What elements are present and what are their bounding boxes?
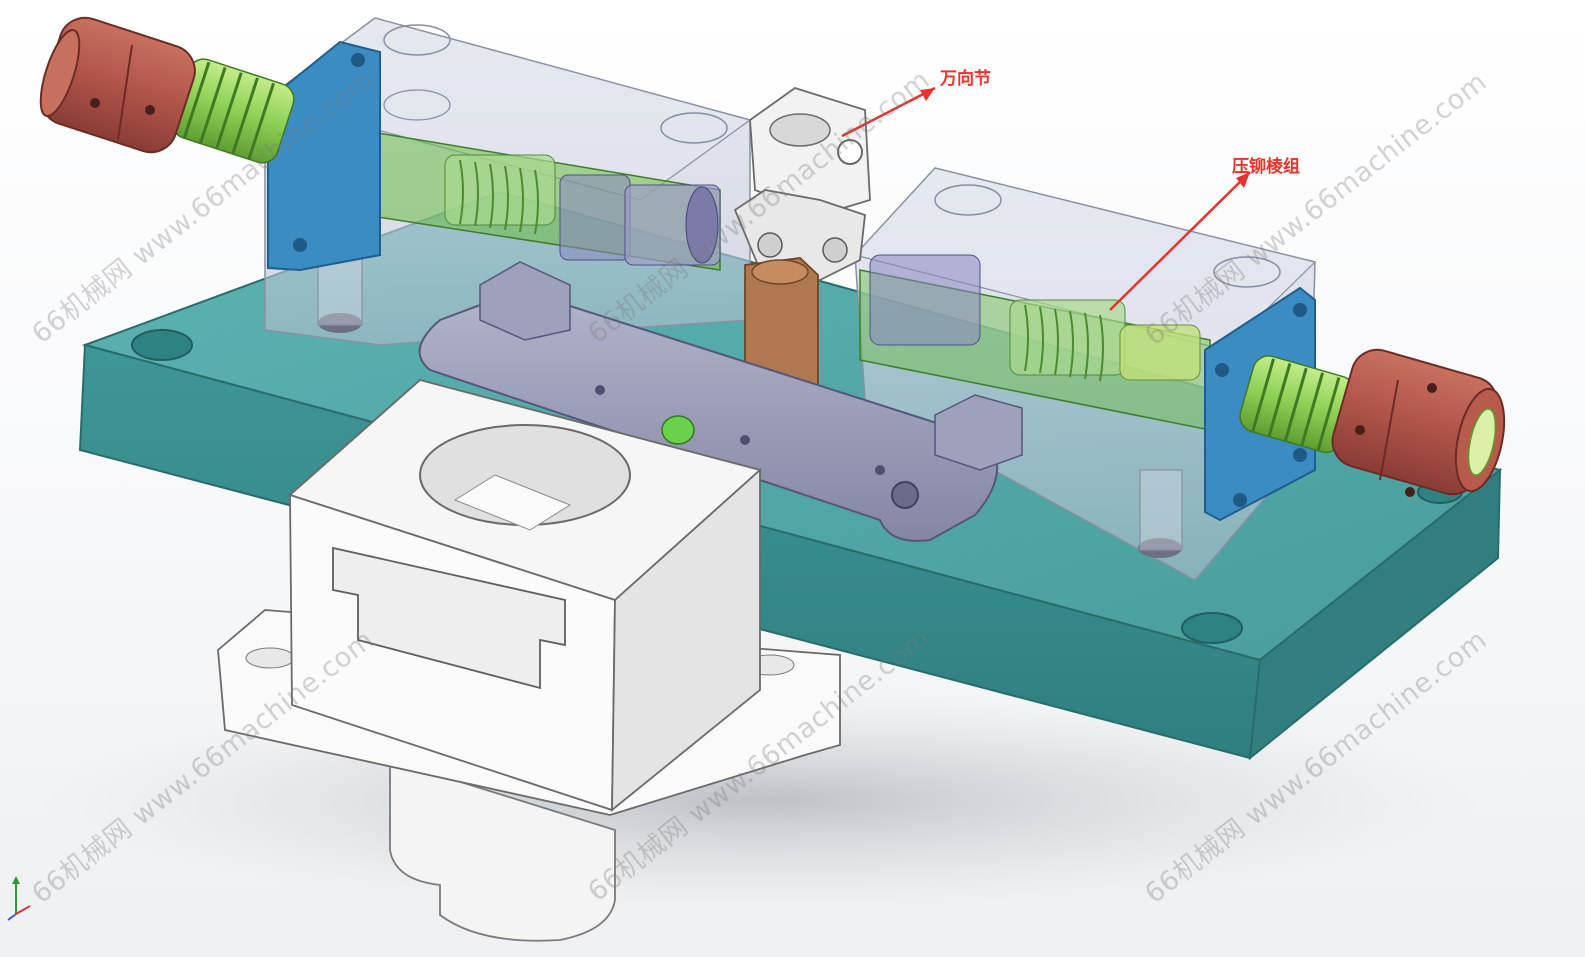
fixture-block[interactable] — [217, 379, 841, 942]
callout-label-rivet-group: 压铆棱组 — [1232, 157, 1300, 177]
set-screw — [90, 98, 100, 108]
bore — [318, 313, 362, 333]
flange-hole — [293, 238, 307, 252]
joint-pin — [822, 237, 848, 263]
joint-bore — [769, 113, 831, 147]
left-coupling-face — [39, 28, 81, 118]
right-piston — [869, 254, 981, 346]
green-knob — [661, 415, 695, 445]
left-coupling-slit — [117, 44, 133, 141]
flange-bolt-hole — [245, 647, 295, 669]
base-plate-side — [1248, 467, 1502, 761]
right-transparent-block[interactable] — [853, 167, 1317, 581]
callout-arrow-universal-joint — [841, 86, 936, 138]
left-spring-assembly[interactable] — [168, 55, 298, 167]
callout-arrowhead — [920, 88, 935, 101]
fixture-side — [611, 467, 761, 812]
bore — [383, 89, 451, 121]
universal-joint[interactable] — [733, 87, 871, 281]
joint-pin — [757, 232, 783, 258]
flange-hole — [1293, 303, 1307, 317]
right-coupling-slit — [1379, 379, 1399, 481]
base-hole — [1181, 612, 1243, 644]
bore — [660, 112, 728, 144]
base-hole — [131, 329, 193, 361]
right-coupling[interactable] — [1326, 344, 1512, 501]
right-shaft-end — [1119, 324, 1201, 381]
flange-hole — [1233, 493, 1247, 507]
coordinate-triad-icon — [7, 876, 31, 921]
set-screw — [1427, 383, 1437, 393]
left-inner-spring — [444, 154, 556, 226]
link-bar[interactable] — [418, 261, 1023, 542]
callout-arrow-rivet-group — [1109, 171, 1251, 311]
link-screw — [595, 385, 605, 395]
callout-arrowhead — [1236, 172, 1250, 188]
center-post-top — [751, 259, 809, 285]
left-mounting-flange[interactable] — [267, 40, 381, 272]
link-bar-clevis — [479, 261, 571, 341]
flange-hole — [1215, 363, 1229, 377]
fixture-label-recess — [332, 546, 566, 690]
flange-hole — [351, 53, 365, 67]
link-bar-clevis — [934, 394, 1023, 471]
right-coupling-bore — [1467, 407, 1497, 477]
link-screw — [875, 465, 885, 475]
fixture-stem — [389, 758, 616, 942]
callout-label-universal-joint: 万向节 — [940, 69, 991, 89]
set-screw — [1405, 487, 1415, 497]
fixture-square-pocket — [453, 474, 572, 531]
left-coupling[interactable] — [33, 11, 202, 159]
bore — [1139, 469, 1183, 551]
bore — [934, 184, 1002, 216]
link-screw — [740, 435, 750, 445]
left-piston — [559, 174, 631, 261]
link-pin-hole — [891, 481, 919, 509]
left-transparent-block[interactable] — [263, 17, 752, 346]
bore — [1213, 256, 1281, 288]
joint-pin-hole — [837, 139, 863, 165]
bore — [1138, 538, 1182, 558]
right-spring-assembly[interactable] — [1236, 352, 1358, 456]
set-screw — [145, 105, 155, 115]
flange-hole — [1293, 448, 1307, 462]
left-piston-face — [685, 186, 719, 264]
bore — [383, 24, 451, 56]
set-screw — [1355, 425, 1365, 435]
